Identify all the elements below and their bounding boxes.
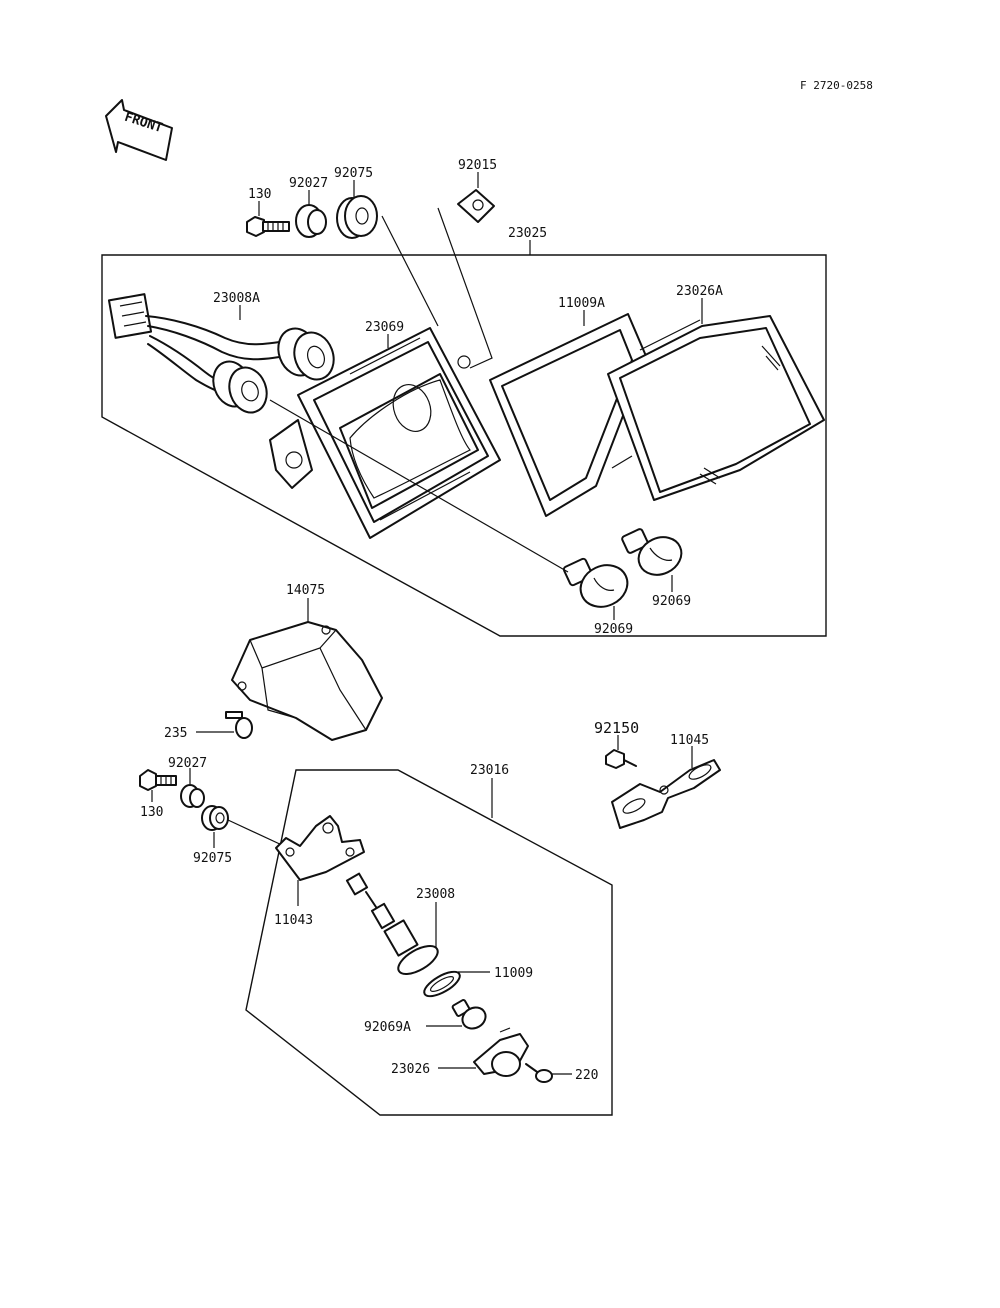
socket-23008-icon: [345, 872, 439, 975]
label-23026: 23026: [391, 1062, 430, 1077]
grommet-92075-bottom-icon: [201, 805, 229, 831]
screw-220-icon: [525, 1063, 553, 1083]
label-11045: 11045: [670, 733, 709, 748]
label-11009: 11009: [494, 966, 533, 981]
collar-92027-icon: [295, 204, 327, 238]
label-11043: 11043: [274, 913, 313, 928]
front-arrow-icon: FRONT: [105, 99, 173, 161]
bolt-92150-icon: [605, 749, 637, 769]
label-92069-right: 92069: [652, 594, 691, 609]
front-label: FRONT: [123, 110, 165, 136]
bolt-130-bottom-icon: [139, 769, 177, 791]
nut-92015-icon: [457, 189, 495, 223]
label-130-bottom: 130: [140, 805, 163, 820]
label-92027-top: 92027: [289, 176, 328, 191]
label-92069A: 92069A: [364, 1020, 411, 1035]
label-14075: 14075: [286, 583, 325, 598]
gasket-11009-icon: [423, 970, 461, 998]
label-92075-bottom: 92075: [193, 851, 232, 866]
wiring-harness-23008A-icon: [107, 293, 335, 414]
bracket-11045-icon: [611, 759, 721, 829]
label-11009A: 11009A: [558, 296, 605, 311]
label-130-top: 130: [248, 187, 271, 202]
cover-14075-icon: [231, 621, 383, 741]
label-92015: 92015: [458, 158, 497, 173]
bulb-92069-center-icon: [562, 557, 629, 608]
screw-235-icon: [225, 711, 253, 739]
label-92027-bottom: 92027: [168, 756, 207, 771]
bulb-92069A-icon: [451, 999, 487, 1030]
grommet-92075-icon: [336, 195, 378, 239]
label-23016: 23016: [470, 763, 509, 778]
assembly-outline-23016: [245, 769, 613, 1116]
bracket-11043-icon: [275, 815, 365, 881]
bolt-130-icon: [246, 216, 290, 237]
label-23008A: 23008A: [213, 291, 260, 306]
gasket-11009A-icon: [489, 313, 647, 517]
label-23069: 23069: [365, 320, 404, 335]
figure-code: F 2720-0258: [800, 79, 873, 92]
label-235: 235: [164, 726, 187, 741]
label-92069-center: 92069: [594, 622, 633, 637]
leader-92015-line: [437, 207, 493, 369]
label-23008: 23008: [416, 887, 455, 902]
bulb-92069-right-icon: [621, 528, 683, 576]
collar-92027-bottom-icon: [180, 784, 205, 808]
label-220: 220: [575, 1068, 598, 1083]
label-92150: 92150: [594, 719, 639, 737]
label-92075-top: 92075: [334, 166, 373, 181]
leader-bulb-line: [269, 399, 569, 573]
leader-92075-line: [381, 215, 439, 327]
leader-92075-line-bottom: [227, 819, 285, 847]
housing-23069-icon: [269, 327, 501, 539]
lens-23026A-icon: [607, 315, 825, 501]
lens-23026-icon: [473, 1027, 529, 1077]
label-23025: 23025: [508, 226, 547, 241]
label-23026A: 23026A: [676, 284, 723, 299]
